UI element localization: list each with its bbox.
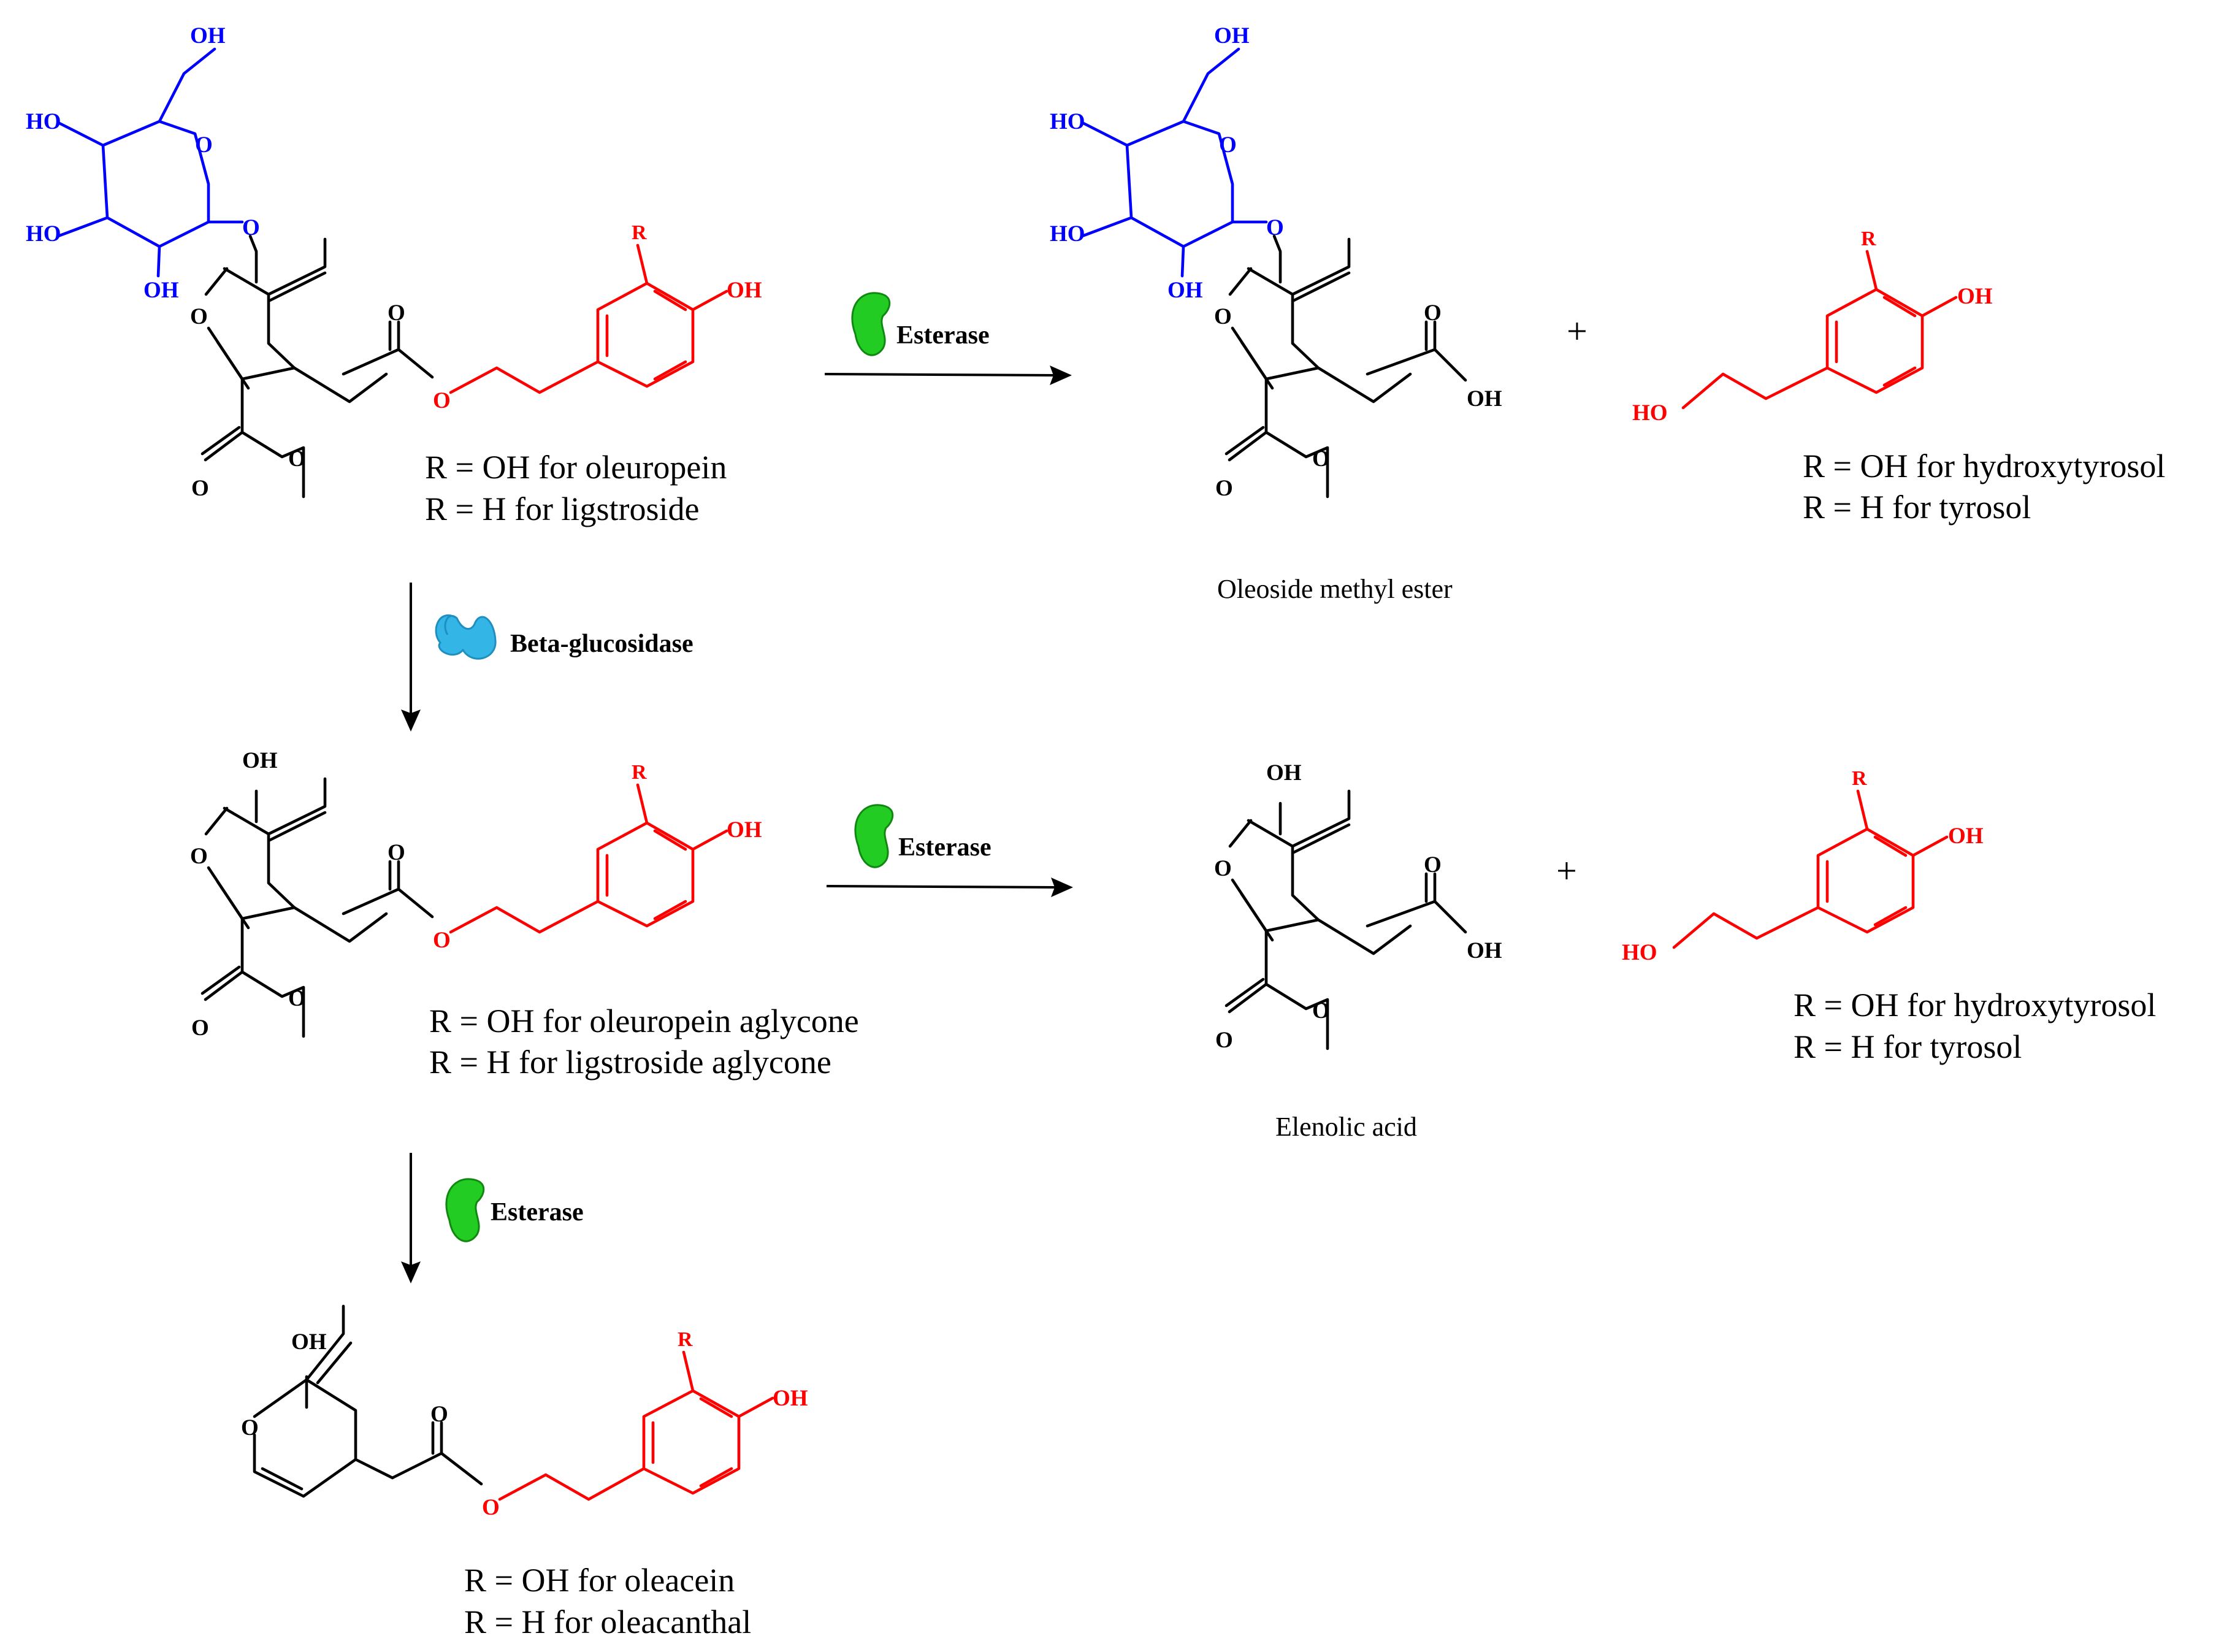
esterase-enzyme-icon: [445, 1178, 485, 1242]
oh-label: OH: [727, 278, 762, 303]
hydroxytyrosol-caption-line1: R = OH for hydroxytyrosol: [1794, 987, 2156, 1023]
ring-oxygen-label: O: [1214, 856, 1232, 881]
oh-label: OH: [242, 748, 278, 773]
oleuropein-caption-line2: R = H for ligstroside: [425, 491, 699, 527]
ring-oxygen-label: O: [190, 844, 208, 869]
hydroxytyrosol-structure: R OH HO: [1632, 228, 1993, 426]
oleacein-caption-line2: R = H for oleacanthal: [464, 1604, 751, 1640]
aglycone-caption-line2: R = H for ligstroside aglycone: [429, 1044, 831, 1080]
phenol-moiety: R OH: [449, 761, 762, 934]
esterase-label: Esterase: [491, 1198, 584, 1226]
hydroxytyrosol-caption-line2: R = H for tyrosol: [1803, 489, 2031, 526]
esterase-label: Esterase: [898, 833, 991, 862]
glucose-moiety: OH HO HO OH O O: [26, 23, 260, 303]
carbonyl-oxygen-label: O: [191, 476, 209, 501]
ester-oxygen-label: O: [1312, 998, 1330, 1023]
oleacein-caption-line1: R = OH for oleacein: [464, 1562, 735, 1599]
carbonyl-oxygen-label: O: [388, 300, 405, 326]
ester-oxygen-label: O: [288, 446, 306, 472]
oh-label: OH: [1167, 278, 1203, 303]
esterase-reaction-arrow: [824, 365, 1072, 385]
ester-oxygen-label: O: [482, 1495, 500, 1520]
ester-oxygen-label: O: [433, 928, 451, 953]
carbonyl-oxygen-label: O: [1215, 1028, 1233, 1053]
ho-label: HO: [26, 221, 61, 247]
ring-oxygen-label: O: [1219, 132, 1237, 158]
carbonyl-oxygen-label: O: [430, 1402, 448, 1427]
ho-label: HO: [1050, 221, 1085, 247]
oh-label: OH: [1957, 284, 1993, 309]
oleoside-methyl-ester-name: Oleoside methyl ester: [1217, 574, 1453, 604]
phenol-moiety: R OH: [449, 221, 762, 394]
hydroxytyrosol-structure: R OH HO: [1622, 767, 1984, 965]
oleuropein-structure: OH HO HO OH O O O O O O O R OH: [26, 23, 762, 501]
esterase-label: Esterase: [896, 321, 990, 350]
glucose-moiety: OH HO HO OH O O: [1050, 23, 1284, 303]
ester-oxygen-label: O: [433, 388, 451, 413]
beta-glucosidase-enzyme-icon: [435, 614, 497, 660]
r-substituent-label: R: [678, 1328, 693, 1351]
oh-label: OH: [1467, 386, 1502, 411]
hydroxytyrosol-caption-line2: R = H for tyrosol: [1794, 1028, 2022, 1065]
oh-label: OH: [1948, 824, 1984, 849]
r-substituent-label: R: [1852, 767, 1867, 790]
ring-oxygen-label: O: [195, 132, 213, 158]
oh-label: OH: [1214, 23, 1250, 48]
aglycone-caption-line1: R = OH for oleuropein aglycone: [429, 1003, 859, 1039]
hydroxytyrosol-caption-line1: R = OH for hydroxytyrosol: [1803, 448, 2165, 484]
ester-oxygen-label: O: [1312, 446, 1330, 472]
ho-label: HO: [26, 109, 61, 134]
oleacein-structure: OH O O O R OH: [241, 1304, 808, 1520]
esterase-reaction-arrow: [401, 1153, 421, 1283]
plus-sign: +: [1567, 311, 1587, 351]
phenol-moiety: R OH: [498, 1328, 808, 1501]
carbonyl-oxygen-label: O: [1215, 476, 1233, 501]
ring-oxygen-label: O: [190, 304, 208, 329]
ho-label: HO: [1632, 400, 1668, 426]
oh-label: OH: [190, 23, 226, 48]
ester-oxygen-label: O: [288, 986, 306, 1011]
beta-glucosidase-label: Beta-glucosidase: [510, 630, 693, 658]
ring-oxygen-label: O: [241, 1415, 259, 1440]
plus-sign: +: [1556, 851, 1577, 891]
oleuropein-caption-line1: R = OH for oleuropein: [425, 449, 727, 486]
oh-label: OH: [727, 817, 762, 843]
oh-label: OH: [143, 278, 179, 303]
ring-oxygen-label: O: [1214, 304, 1232, 329]
r-substituent-label: R: [1861, 228, 1876, 250]
carbonyl-oxygen-label: O: [191, 1015, 209, 1041]
oh-label: OH: [291, 1329, 327, 1355]
esterase-reaction-arrow: [826, 878, 1073, 897]
esterase-enzyme-icon: [851, 292, 891, 356]
oh-label: OH: [1266, 760, 1302, 786]
aglycone-structure: OH O O O O O R OH: [190, 748, 762, 1041]
oleoside-methyl-ester-structure: OH HO HO OH O O O O O O OH: [1050, 23, 1502, 501]
r-substituent-label: R: [632, 761, 647, 784]
r-substituent-label: R: [632, 221, 647, 244]
elenolic-acid-structure: OH O O O O OH: [1214, 760, 1502, 1053]
carbonyl-oxygen-label: O: [1424, 852, 1442, 878]
oh-label: OH: [773, 1386, 808, 1411]
carbonyl-oxygen-label: O: [388, 840, 405, 865]
carbonyl-oxygen-label: O: [1424, 300, 1442, 326]
oh-label: OH: [1467, 938, 1502, 963]
ho-label: HO: [1622, 940, 1657, 965]
beta-glucosidase-reaction-arrow: [401, 583, 421, 732]
esterase-enzyme-icon: [854, 804, 894, 868]
elenolic-acid-name: Elenolic acid: [1275, 1112, 1417, 1142]
ho-label: HO: [1050, 109, 1085, 134]
